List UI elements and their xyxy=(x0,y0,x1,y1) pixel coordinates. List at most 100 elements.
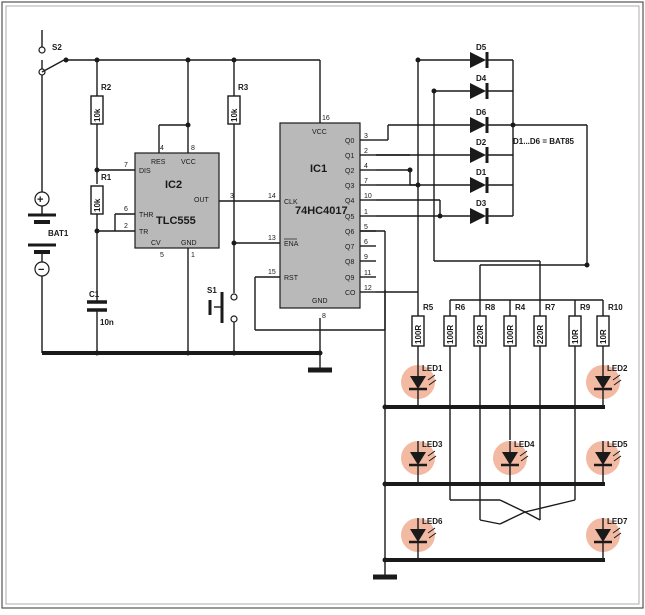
svg-text:3: 3 xyxy=(230,193,234,200)
r3-value: 10k xyxy=(230,108,239,122)
led-led6: LED6 xyxy=(401,517,443,559)
led-label-0: LED1 xyxy=(422,364,443,373)
ic1-pinnum-co: 12 xyxy=(364,285,372,292)
resistor-r9: 10R R9 xyxy=(568,303,591,347)
svg-text:VCC: VCC xyxy=(312,129,327,136)
diode-d2: D2 xyxy=(376,138,513,163)
ic2-pin-gnd: GND xyxy=(181,240,197,247)
svg-text:8: 8 xyxy=(191,145,195,152)
ic1-pinnum-q1: 2 xyxy=(364,148,368,155)
diode-note: D1...D6 = BAT85 xyxy=(513,137,575,146)
ic1-pinnum-q8: 9 xyxy=(364,254,368,261)
led-led3: LED3 xyxy=(401,440,443,482)
led-led7: LED7 xyxy=(586,517,628,559)
resistor-r3: 10k R3 xyxy=(227,60,249,293)
r2-value: 10k xyxy=(93,108,102,122)
ic2-pin-thr: THR xyxy=(139,212,153,219)
resistor-r2: 10k R2 xyxy=(90,60,112,184)
diode-label-5: D3 xyxy=(476,199,487,208)
ic2-part: TLC555 xyxy=(156,215,196,227)
battery-plus: + xyxy=(37,194,43,206)
rres-value-5: 10R xyxy=(571,329,580,344)
ic2-pin-tr: TR xyxy=(139,229,148,236)
svg-text:16: 16 xyxy=(322,115,330,122)
ic1-pinnum-q2: 4 xyxy=(364,163,368,170)
ic1-pinnum-q9: 11 xyxy=(364,270,371,277)
led-label-5: LED6 xyxy=(422,517,443,526)
ic1-pin-q3: Q3 xyxy=(345,183,354,190)
svg-text:14: 14 xyxy=(268,193,276,200)
ic2-pin-vcc: VCC xyxy=(181,159,196,166)
ic1-pin-q7: Q7 xyxy=(345,244,354,251)
svg-text:13: 13 xyxy=(268,235,276,242)
c1-label: C1 xyxy=(89,290,100,299)
rres-value-0: 100R xyxy=(414,325,423,344)
diode-d3: D3 xyxy=(440,199,513,224)
led-label-6: LED7 xyxy=(607,517,628,526)
svg-text:7: 7 xyxy=(124,162,128,169)
svg-text:RST: RST xyxy=(284,275,299,282)
diode-d5: D5 xyxy=(418,43,513,68)
svg-text:6: 6 xyxy=(124,206,128,213)
led-led2: LED2 xyxy=(586,364,628,406)
rres-label-6: R10 xyxy=(608,303,623,312)
rres-value-4: 220R xyxy=(536,325,545,344)
rres-label-2: R8 xyxy=(485,303,496,312)
ic1-pin-q5: Q5 xyxy=(345,214,354,221)
rres-value-6: 10R xyxy=(599,329,608,344)
ic2-name: IC2 xyxy=(165,179,182,191)
capacitor-c1: C1 10n xyxy=(87,290,114,353)
battery-minus: − xyxy=(38,264,44,276)
svg-text:4: 4 xyxy=(160,145,164,152)
diode-d4: D4 xyxy=(434,74,513,99)
ic1-pin-q0: Q0 xyxy=(345,138,354,145)
resistor-r8: 220R R8 xyxy=(473,303,496,347)
r1-label: R1 xyxy=(101,173,112,182)
ic2-pin-cv: CV xyxy=(151,240,161,247)
ic1-pin-q6: Q6 xyxy=(345,229,354,236)
resistor-r1: 10k R1 xyxy=(90,173,112,290)
svg-text:5: 5 xyxy=(160,252,164,259)
svg-text:8: 8 xyxy=(322,313,326,320)
ic2-pin-dis: DIS xyxy=(139,168,151,175)
led-resistors: 100RR5100RR6220RR8100RR4220RR710RR910RR1… xyxy=(411,292,623,440)
led-label-3: LED4 xyxy=(514,440,535,449)
switch-s2: S2 xyxy=(38,30,320,198)
rres-label-0: R5 xyxy=(423,303,434,312)
svg-text:CLK: CLK xyxy=(284,199,298,206)
ic1-pin-q2: Q2 xyxy=(345,168,354,175)
r3-label: R3 xyxy=(238,83,249,92)
ic1-pin-co: CO xyxy=(345,290,356,297)
ic2-pin-res: RES xyxy=(151,159,166,166)
border-inner xyxy=(5,5,640,605)
rres-label-5: R9 xyxy=(580,303,591,312)
ic1-pin-q1: Q1 xyxy=(345,153,354,160)
rres-value-2: 220R xyxy=(476,325,485,344)
ic2-tlc555: IC2 TLC555 RES VCC DIS THR TR OUT CV GND… xyxy=(124,145,234,259)
led-led5: LED5 xyxy=(586,440,628,482)
led-label-1: LED2 xyxy=(607,364,628,373)
rres-label-1: R6 xyxy=(455,303,466,312)
led-label-2: LED3 xyxy=(422,440,443,449)
resistor-r10: 10R R10 xyxy=(596,303,623,347)
rres-label-4: R7 xyxy=(545,303,556,312)
diode-label-1: D4 xyxy=(476,74,487,83)
svg-text:2: 2 xyxy=(124,223,128,230)
switch-label: S2 xyxy=(52,43,62,52)
rres-label-3: R4 xyxy=(515,303,526,312)
ic1-pinnum-q6: 5 xyxy=(364,224,368,231)
ic1-pinnum-q3: 7 xyxy=(364,178,368,185)
ic1-pin-q4: Q4 xyxy=(345,198,354,205)
resistor-r5: 100R R5 xyxy=(411,303,434,347)
ic2-pin-out: OUT xyxy=(194,197,210,204)
diode-d1: D1 xyxy=(410,168,513,193)
s1-label: S1 xyxy=(207,286,217,295)
r1-value: 10k xyxy=(93,198,102,212)
svg-text:1: 1 xyxy=(191,252,195,259)
pushbutton-s1: S1 xyxy=(207,286,238,323)
ic1-pin-q9: Q9 xyxy=(345,275,354,282)
